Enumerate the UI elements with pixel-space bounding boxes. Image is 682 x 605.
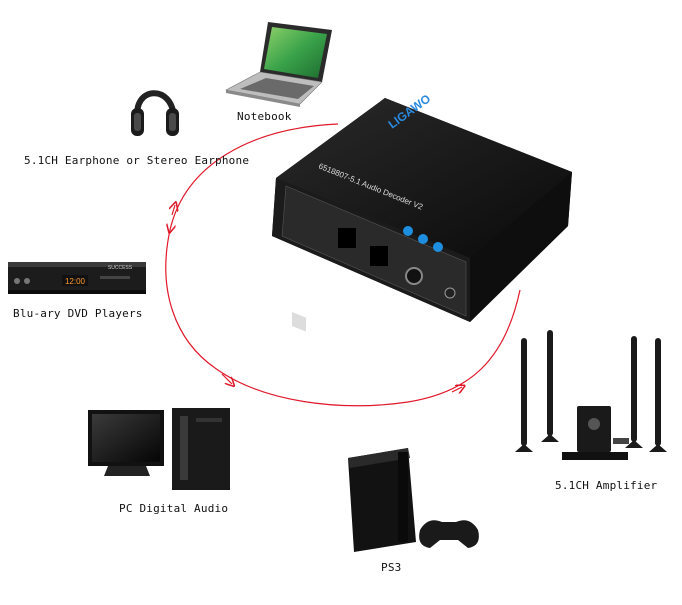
dvd-brand-text: SUCCESS (108, 265, 133, 271)
connection-cycle (165, 123, 521, 407)
label-dvd-player: Blu-ary DVD Players (13, 307, 143, 320)
label-pc-digital-audio: PC Digital Audio (119, 502, 229, 515)
notebook-icon (225, 22, 332, 107)
headphones-icon (131, 90, 179, 136)
dvd-player-icon: 12:00 SUCCESS (8, 262, 146, 294)
speaker-system-icon (515, 330, 667, 460)
dvd-display-text: 12:00 (65, 277, 86, 286)
ps3-icon (348, 448, 479, 552)
audio-decoder-device: LIGAWO 6518807-5.1 Audio Decoder V2 (272, 91, 572, 332)
pc-icon (88, 408, 230, 490)
label-amplifier: 5.1CH Amplifier (555, 479, 658, 492)
label-ps3: PS3 (381, 561, 402, 574)
label-notebook: Notebook (237, 110, 292, 123)
label-earphone: 5.1CH Earphone or Stereo Earphone (24, 154, 250, 167)
